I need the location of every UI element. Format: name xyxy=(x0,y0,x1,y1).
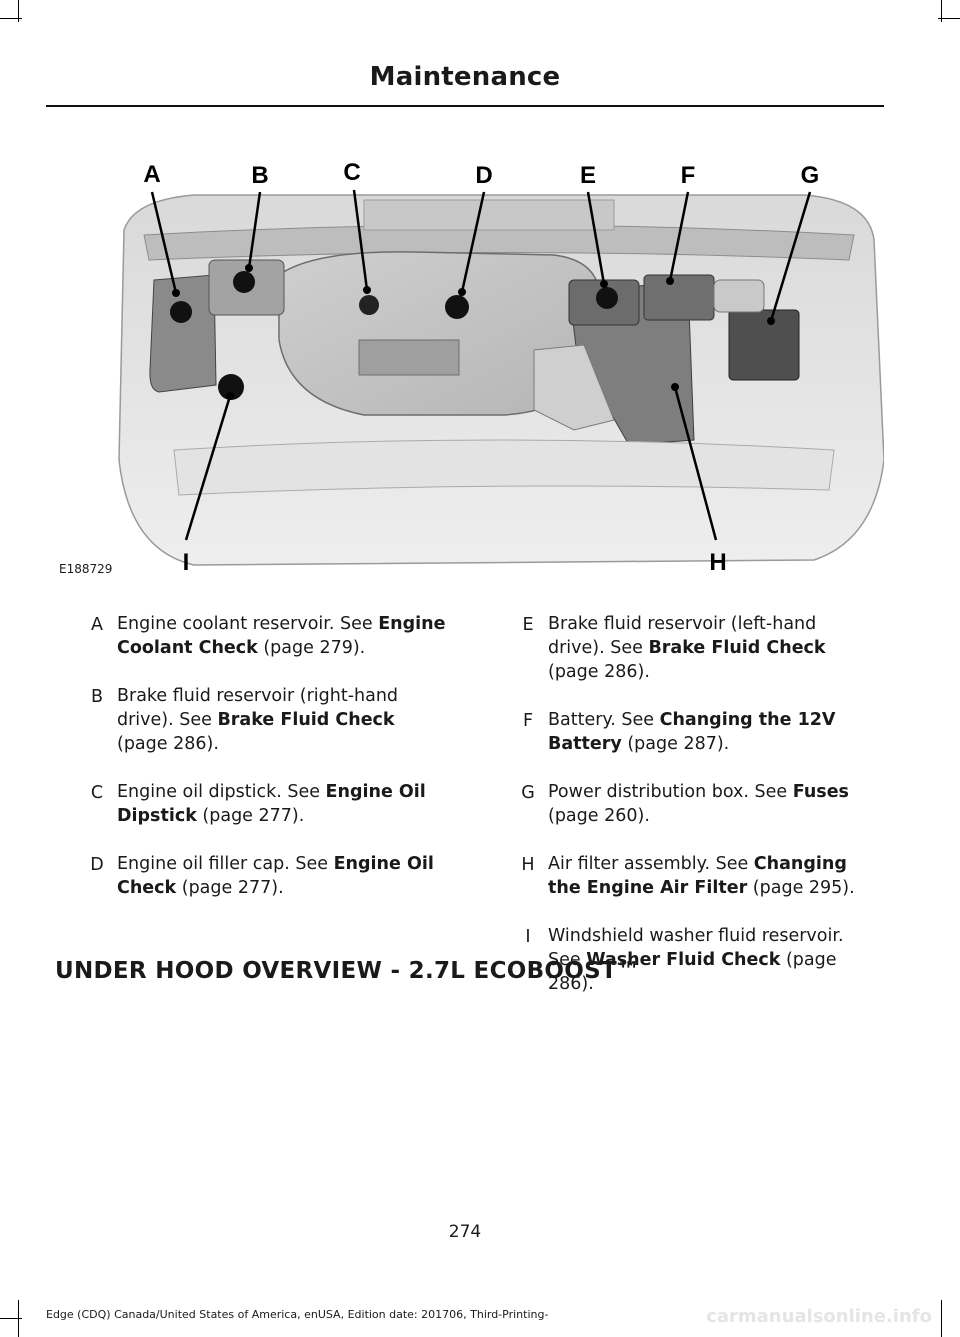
watermark: carmanualsonline.info xyxy=(706,1306,932,1327)
crop-mark xyxy=(938,18,960,19)
legend-column-right: E Brake fluid reservoir (left-hand drive… xyxy=(508,612,878,1020)
legend-item: A Engine coolant reservoir. See Engine C… xyxy=(77,612,447,660)
legend-letter: D xyxy=(90,855,104,875)
cross-reference-link[interactable]: Changing the Engine Air Filter xyxy=(548,854,847,898)
cross-reference-link[interactable]: Fuses xyxy=(792,782,849,802)
legend-description: Brake fluid reservoir (right-hand drive)… xyxy=(117,686,399,754)
engine-bay-illustration: A B C D E F G H I xyxy=(118,160,884,576)
legend-item: D Engine oil filler cap. See Engine Oil … xyxy=(77,852,447,900)
legend-letter: F xyxy=(522,711,534,731)
crop-mark xyxy=(941,1300,942,1337)
legend-description: Engine coolant reservoir. See Engine Coo… xyxy=(117,614,446,658)
callout-label: H xyxy=(709,549,726,576)
crop-mark xyxy=(18,1300,19,1337)
legend-description: Air filter assembly. See Changing the En… xyxy=(548,854,855,898)
legend-item: H Air filter assembly. See Changing the … xyxy=(508,852,878,900)
section-heading: UNDER HOOD OVERVIEW - 2.7L ECOBOOST™ xyxy=(55,958,641,984)
crop-mark xyxy=(941,0,942,22)
callout-label: E xyxy=(580,162,596,189)
legend-item: I Windshield washer fluid reservoir. See… xyxy=(508,924,878,996)
callout-label: C xyxy=(343,160,360,186)
figure-id: E188729 xyxy=(59,562,113,576)
cross-reference-link[interactable]: Engine Oil Dipstick xyxy=(117,782,426,826)
legend-item: F Battery. See Changing the 12V Battery … xyxy=(508,708,878,756)
legend-description: Brake fluid reservoir (left-hand drive).… xyxy=(548,614,826,682)
legend-letter: C xyxy=(90,783,104,803)
cross-reference-link[interactable]: Changing the 12V Battery xyxy=(548,710,836,754)
legend-letter: H xyxy=(521,855,535,875)
legend-item: E Brake fluid reservoir (left-hand drive… xyxy=(508,612,878,684)
legend-column-left: A Engine coolant reservoir. See Engine C… xyxy=(77,612,447,924)
cross-reference-link[interactable]: Brake Fluid Check xyxy=(648,638,826,658)
page-number: 274 xyxy=(448,1222,482,1242)
cross-reference-link[interactable]: Engine Coolant Check xyxy=(117,614,446,658)
footer-text: Edge (CDQ) Canada/United States of Ameri… xyxy=(46,1308,549,1321)
legend-letter: I xyxy=(525,927,531,947)
crop-mark xyxy=(0,1318,22,1319)
legend-letter: G xyxy=(521,783,535,803)
legend-item: C Engine oil dipstick. See Engine Oil Di… xyxy=(77,780,447,828)
header-rule xyxy=(46,105,884,107)
callout-label: D xyxy=(475,162,492,189)
legend-description: Engine oil dipstick. See Engine Oil Dips… xyxy=(117,782,426,826)
legend-description: Engine oil filler cap. See Engine Oil Ch… xyxy=(117,854,434,898)
legend-description: Power distribution box. See Fuses (page … xyxy=(548,782,849,826)
legend-description: Windshield washer fluid reservoir. See W… xyxy=(548,926,844,994)
legend-letter: B xyxy=(90,687,103,707)
callout-label: I xyxy=(183,549,190,576)
cross-reference-link[interactable]: Engine Oil Check xyxy=(117,854,434,898)
callout-label: B xyxy=(251,162,268,189)
crop-mark xyxy=(18,0,19,22)
cross-reference-link[interactable]: Washer Fluid Check xyxy=(586,950,781,970)
cross-reference-link[interactable]: Brake Fluid Check xyxy=(217,710,395,730)
callout-label: F xyxy=(681,162,696,189)
legend-item: G Power distribution box. See Fuses (pag… xyxy=(508,780,878,828)
crop-mark xyxy=(0,18,22,19)
legend-description: Battery. See Changing the 12V Battery (p… xyxy=(548,710,836,754)
callout-label: G xyxy=(801,162,820,189)
callout-label: A xyxy=(143,161,160,188)
legend-letter: E xyxy=(522,615,534,635)
legend-item: B Brake fluid reservoir (right-hand driv… xyxy=(77,684,447,756)
page-title: Maintenance xyxy=(369,62,561,92)
legend-letter: A xyxy=(91,615,103,635)
